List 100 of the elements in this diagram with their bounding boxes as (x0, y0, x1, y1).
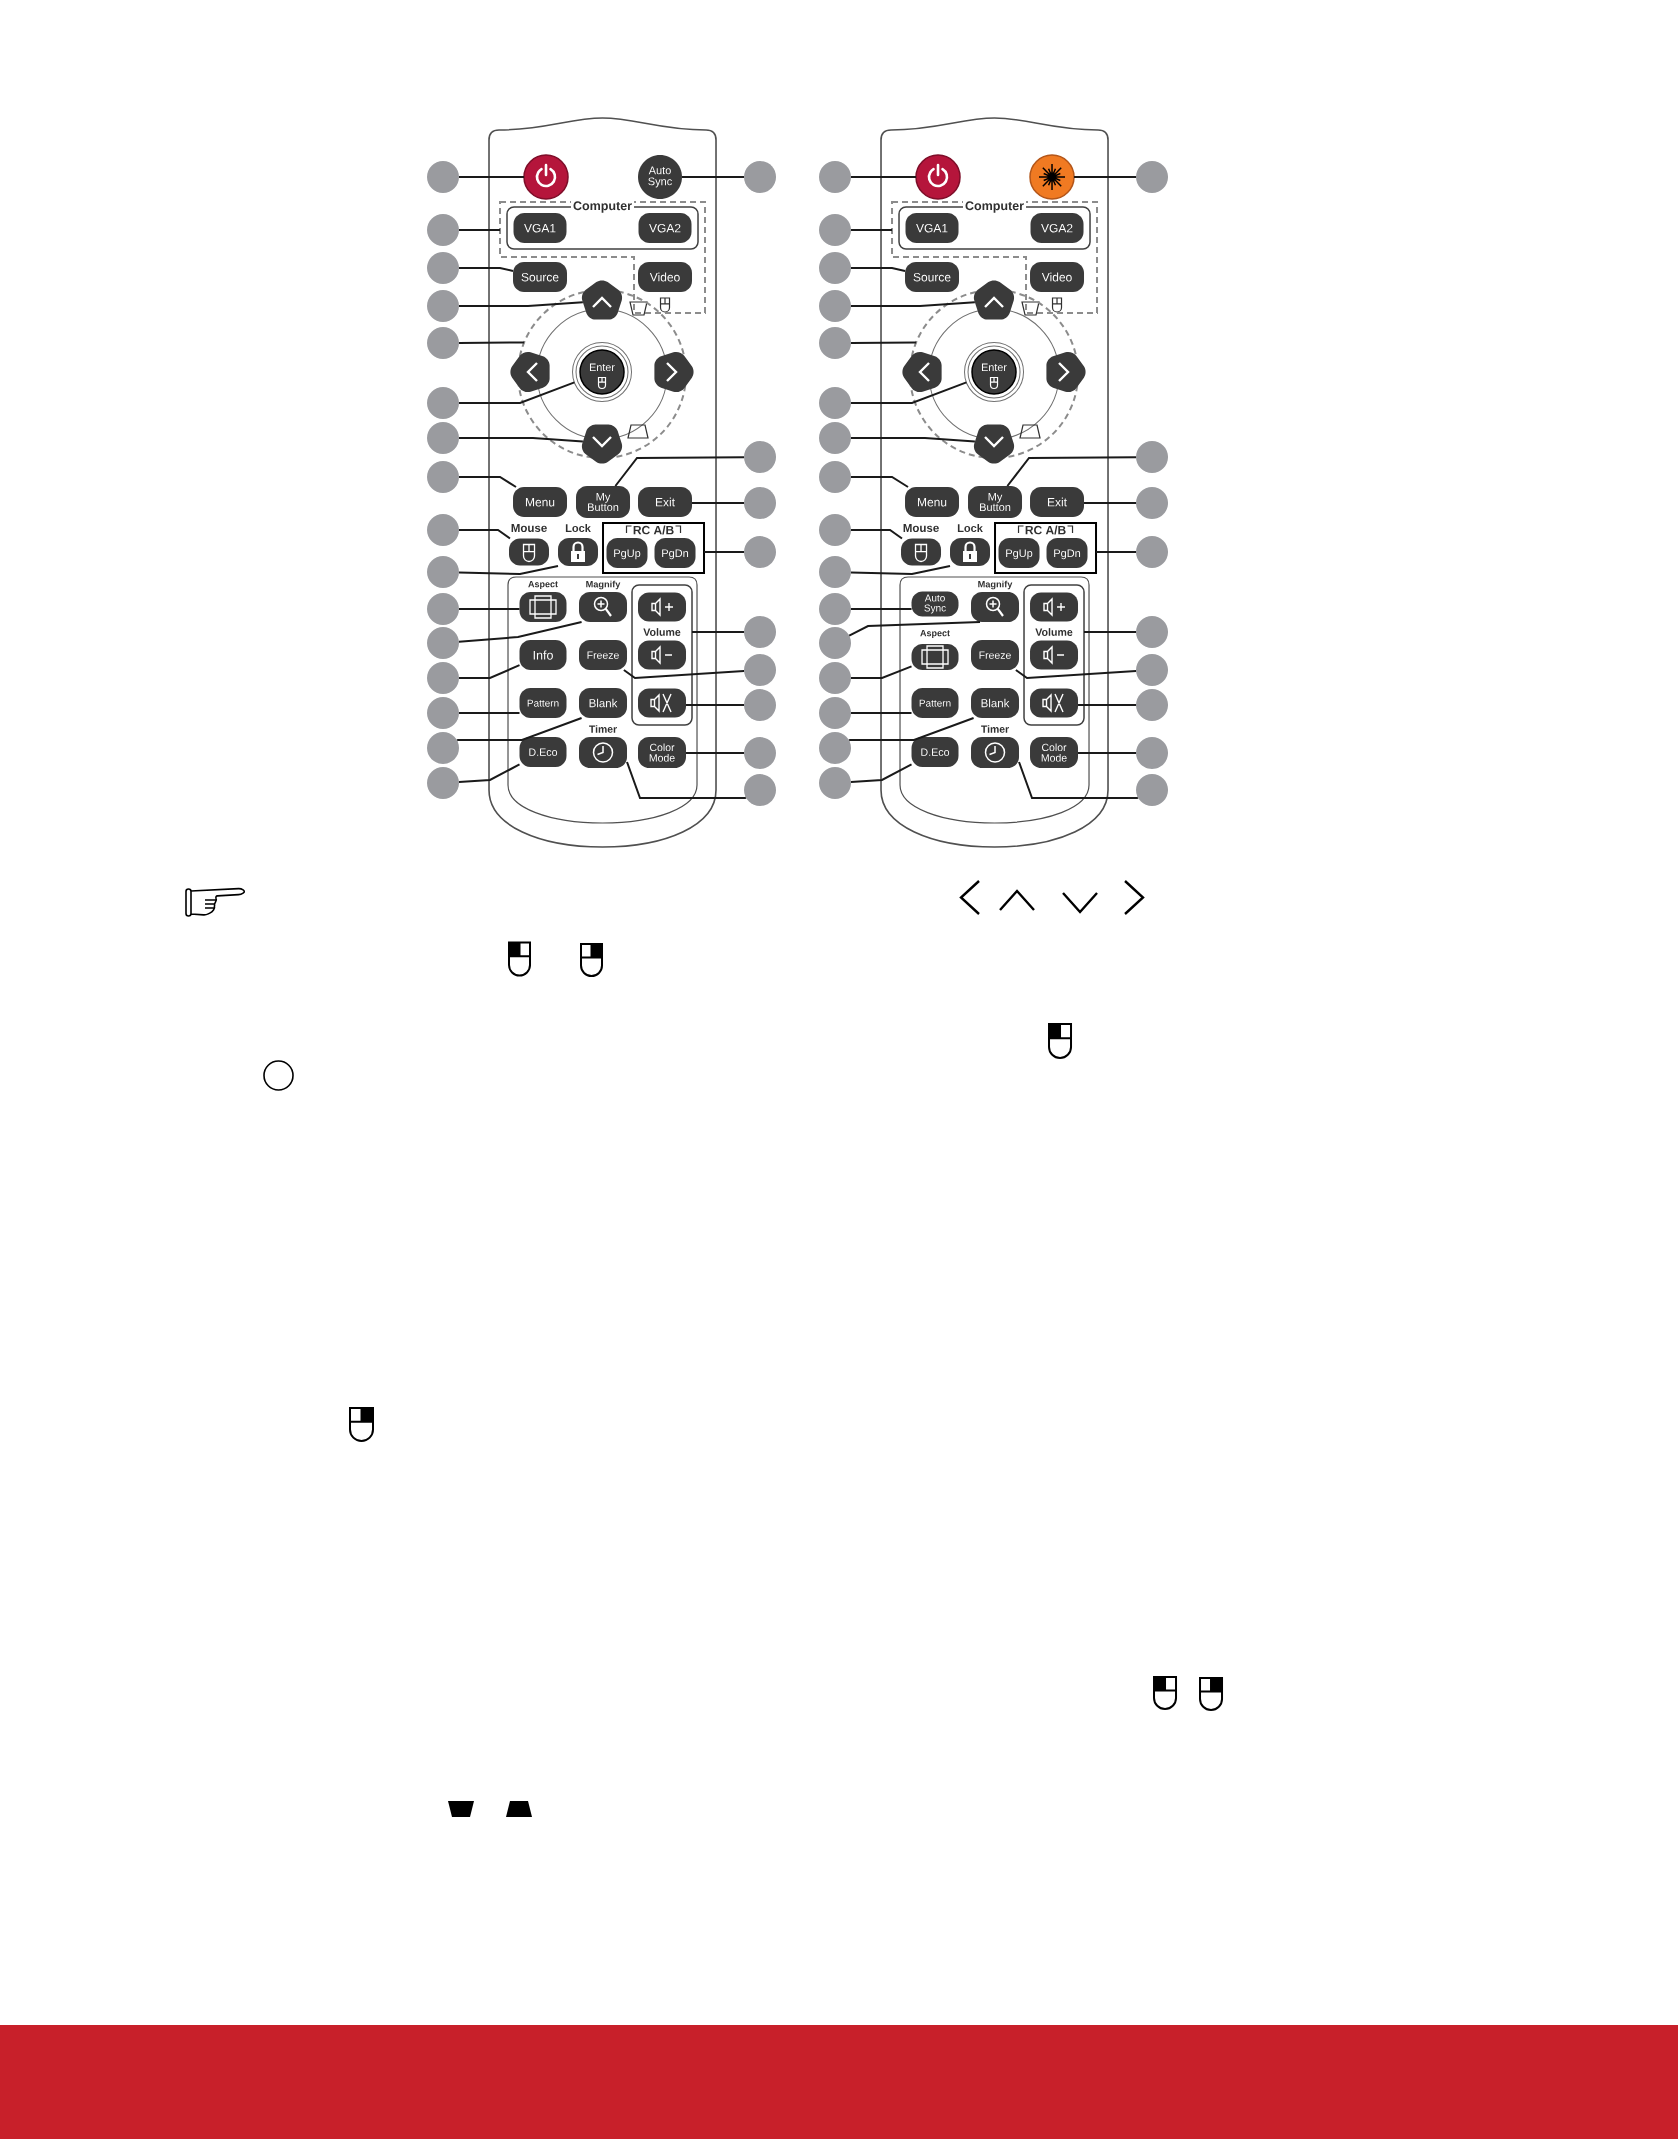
callout-circle (744, 616, 776, 648)
button: VGA1 (513, 213, 567, 243)
leader-line (850, 712, 913, 714)
button: My Button (576, 486, 630, 518)
leader-line (691, 502, 745, 504)
callout-circle (744, 441, 776, 473)
button: Info (519, 640, 567, 670)
button: Pattern (519, 688, 567, 718)
callout-circle (427, 252, 459, 284)
callout-circle (819, 252, 851, 284)
node-label: Magnify (586, 580, 621, 590)
icon-button (638, 640, 686, 670)
callout-circle (427, 387, 459, 419)
leader-line (848, 621, 981, 637)
callout-circle (1136, 616, 1168, 648)
callout-circle (744, 689, 776, 721)
button: Video (638, 262, 692, 292)
button: Menu (905, 487, 959, 517)
leader-line (458, 437, 584, 443)
button: VGA2 (638, 213, 692, 243)
leader-line (850, 229, 893, 231)
leader-line (850, 437, 976, 443)
callout-circle (427, 556, 459, 588)
callout-circle (819, 161, 851, 193)
leader-line (622, 669, 746, 680)
callout-circle (744, 654, 776, 686)
callout-circle (744, 774, 776, 806)
node-label: Mouse (903, 524, 939, 533)
arrow-button (510, 351, 550, 393)
leader-line (681, 176, 745, 178)
button: Blank (971, 688, 1019, 718)
callout-circle (819, 387, 851, 419)
icon-button (1030, 640, 1078, 670)
button: Exit (1030, 487, 1084, 517)
leader-line (458, 176, 525, 178)
callout-circle (744, 536, 776, 568)
arrow-button (581, 424, 623, 464)
callout-circle (819, 697, 851, 729)
callout-circle (427, 422, 459, 454)
arrow-button (973, 424, 1015, 464)
button: Timer (971, 725, 1019, 768)
button: Enter (572, 342, 632, 402)
group-box: Volume (631, 584, 693, 726)
node-label: Lock (957, 523, 983, 533)
callout-circle (1136, 689, 1168, 721)
leader-line (458, 267, 514, 272)
callout-circle (1136, 774, 1168, 806)
button: Aspect (519, 581, 567, 622)
button: PgUp (606, 538, 648, 568)
button: Blank (579, 688, 627, 718)
callout-circle (427, 627, 459, 659)
callout-circle (819, 767, 851, 799)
callout-circle (427, 214, 459, 246)
leader-line (1077, 704, 1137, 706)
leader-line (850, 608, 913, 610)
leader-line (458, 301, 584, 307)
callout-circle (819, 662, 851, 694)
arrow-button (902, 351, 942, 393)
leader-line (1018, 761, 1139, 799)
arrow-button (654, 351, 694, 393)
dashed-outline (891, 201, 1098, 314)
leader-line (850, 301, 976, 307)
leader-line (1014, 669, 1138, 680)
leader-line (458, 476, 517, 488)
leader-line (458, 229, 501, 231)
button: VGA2 (1030, 213, 1084, 243)
button: Auto Sync (638, 155, 682, 199)
icon-button (638, 592, 686, 622)
button: PgDn (654, 538, 696, 568)
node-label: Aspect (920, 629, 950, 639)
leader-line (458, 565, 559, 575)
leader-line (456, 717, 583, 742)
callout-circle (427, 327, 459, 359)
button: Color Mode (638, 737, 686, 768)
button: Timer (579, 725, 627, 768)
callout-circle (427, 461, 459, 493)
node-label: Magnify (978, 580, 1013, 590)
leader-line (458, 712, 521, 714)
callout-circle (819, 627, 851, 659)
leader-line (626, 761, 747, 799)
node-label: Timer (981, 725, 1009, 733)
leader-line (850, 529, 903, 540)
leader-line (703, 551, 745, 553)
callout-circle (1136, 441, 1168, 473)
callout-circle (819, 214, 851, 246)
leader-line (457, 621, 583, 643)
round-button (1029, 154, 1075, 200)
leader-line (850, 341, 918, 344)
callout-circle (1136, 654, 1168, 686)
button: Source (513, 262, 567, 292)
leader-line (691, 631, 745, 633)
button: PgDn (1046, 538, 1088, 568)
callout-circle (427, 290, 459, 322)
button: Magnify (579, 580, 627, 622)
dashed-outline (499, 201, 706, 314)
callout-circle (1136, 536, 1168, 568)
button: Source (905, 262, 959, 292)
callout-circle (427, 593, 459, 625)
callout-circle (744, 487, 776, 519)
callout-circle (427, 732, 459, 764)
